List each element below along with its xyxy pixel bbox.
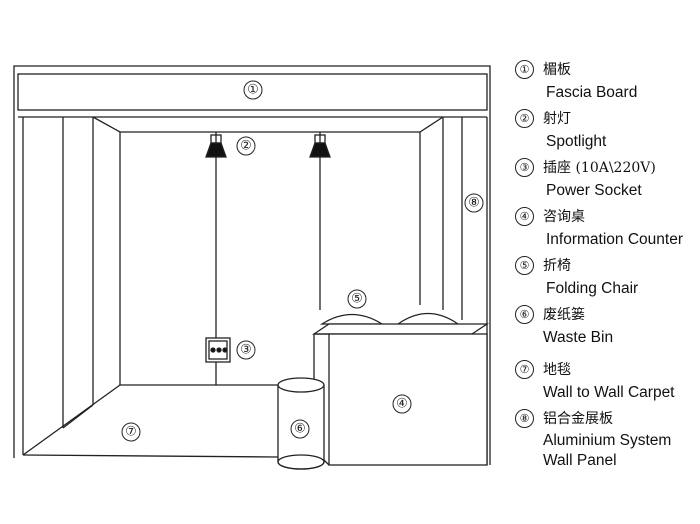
legend: ① 楣板 Fascia Board ② 射灯 Spotlight ③ 插座 (1… [515, 58, 700, 469]
legend-label-en: Information Counter [546, 231, 683, 248]
legend-number: ⑥ [515, 305, 534, 324]
booth-outer-frame [13, 65, 491, 465]
legend-number: ② [515, 109, 534, 128]
legend-number: ⑧ [515, 409, 534, 428]
folding-chair-right [395, 312, 461, 325]
legend-label-zh: 射灯 [543, 111, 571, 127]
legend-label-zh: 废纸篓 [543, 307, 585, 323]
callout-spotlight: ② [240, 139, 252, 154]
legend-label-zh: 地毯 [543, 362, 571, 378]
legend-label-en: Power Socket [546, 182, 642, 199]
legend-item-fascia: ① 楣板 Fascia Board [515, 58, 700, 107]
legend-label-en: Spotlight [546, 133, 607, 150]
legend-label-en: Aluminium System Wall Panel [543, 432, 672, 469]
legend-item-carpet: ⑦ 地毯 Wall to Wall Carpet [515, 358, 700, 407]
callout-bin: ⑥ [294, 422, 306, 437]
legend-label-en: Waste Bin [543, 329, 614, 346]
carpet-outline [22, 384, 278, 456]
spotlight-right [309, 132, 331, 310]
legend-label-en: Folding Chair [546, 280, 639, 297]
legend-label-zh: 楣板 [543, 62, 571, 78]
legend-label-zh: 插座 (10A\220V) [543, 160, 656, 176]
legend-label-zh: 咨询桌 [543, 209, 585, 225]
legend-item-bin: ⑥ 废纸篓 Waste Bin [515, 303, 700, 358]
back-wall [92, 116, 444, 133]
legend-label-en: Fascia Board [546, 84, 638, 101]
booth-diagram: ① ② ③ ④ ⑤ ⑥ ⑦ ⑧ [13, 65, 491, 470]
legend-item-spotlight: ② 射灯 Spotlight [515, 107, 700, 156]
callout-socket: ③ [240, 343, 252, 358]
spotlight-left [205, 132, 227, 338]
waste-bin [277, 377, 325, 470]
legend-number: ⑤ [515, 256, 534, 275]
callout-panel: ⑧ [468, 196, 480, 211]
legend-item-counter: ④ 咨询桌 Information Counter [515, 205, 700, 254]
callout-chair: ⑤ [351, 292, 363, 307]
information-counter [311, 323, 490, 466]
legend-number: ① [515, 60, 534, 79]
callout-counter: ④ [396, 397, 408, 412]
fascia-board [17, 73, 488, 111]
legend-item-socket: ③ 插座 (10A\220V) Power Socket [515, 156, 700, 205]
callout-fascia: ① [247, 83, 259, 98]
callout-carpet: ⑦ [125, 425, 137, 440]
legend-label-en: Wall to Wall Carpet [543, 384, 675, 401]
legend-number: ③ [515, 158, 534, 177]
folding-chair-left [319, 313, 385, 325]
legend-item-chair: ⑤ 折椅 Folding Chair [515, 254, 700, 303]
power-socket [205, 337, 231, 385]
legend-item-panel: ⑧ 铝合金展板 Aluminium System Wall Panel [515, 407, 700, 469]
legend-label-zh: 折椅 [543, 258, 571, 274]
legend-number: ⑦ [515, 360, 534, 379]
legend-label-zh: 铝合金展板 [543, 411, 613, 427]
legend-number: ④ [515, 207, 534, 226]
